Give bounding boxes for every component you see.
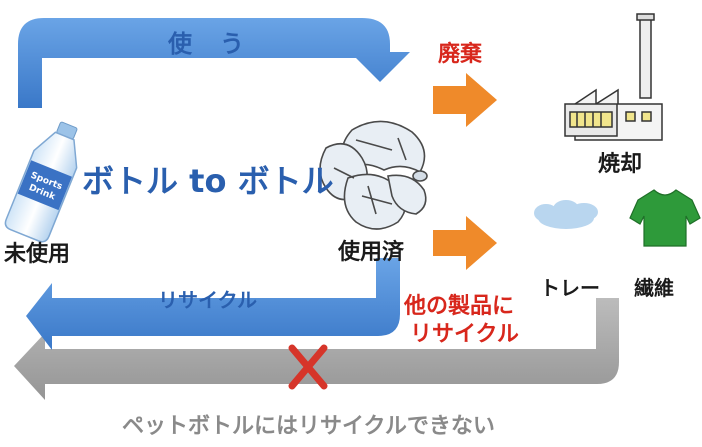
blue-recycle-arrow — [26, 258, 400, 350]
factory-icon — [564, 13, 663, 141]
label-incinerate: 焼却 — [598, 152, 643, 177]
tray-icon — [534, 200, 598, 229]
tshirt-icon — [629, 189, 701, 247]
label-use: 使 う — [168, 30, 246, 58]
label-discard: 廃棄 — [438, 42, 483, 67]
x-mark-icon — [288, 344, 328, 390]
label-other-products-line2: リサイクル — [410, 322, 519, 347]
gray-return-arrow — [14, 298, 619, 400]
label-used: 使用済 — [338, 240, 405, 265]
pet-bottle-icon: Sports Drink — [4, 121, 78, 243]
crushed-bottles-icon — [319, 120, 428, 230]
label-recycle: リサイクル — [158, 288, 257, 312]
label-fiber: 繊維 — [634, 276, 674, 300]
label-unused: 未使用 — [4, 242, 71, 267]
label-cannot-recycle: ペットボトルにはリサイクルできない — [122, 414, 495, 439]
orange-arrow-other-products — [433, 216, 497, 270]
label-tray: トレー — [540, 276, 600, 300]
blue-use-arrow — [18, 18, 410, 108]
label-other-products-line1: 他の製品に — [404, 294, 515, 319]
label-bottle-to-bottle: ボトル to ボトル — [82, 162, 334, 200]
orange-arrow-discard — [433, 73, 497, 127]
